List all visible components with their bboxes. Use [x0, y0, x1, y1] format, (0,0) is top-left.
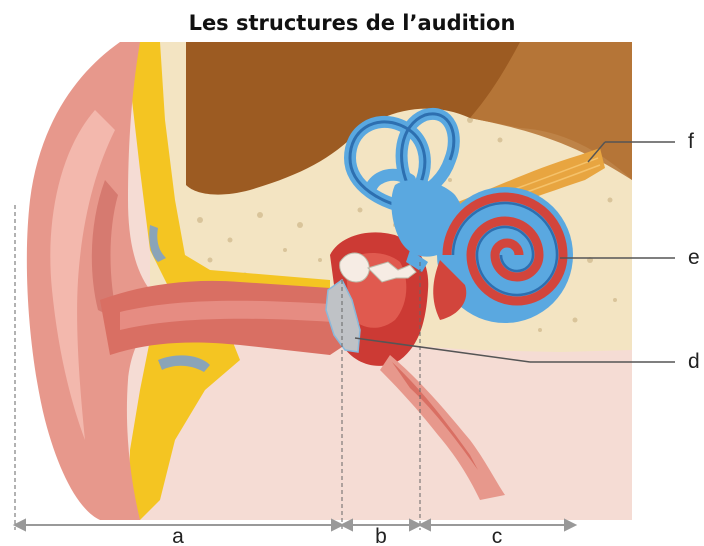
- diagram-title: Les structures de l’audition: [189, 11, 516, 35]
- label-c: c: [492, 525, 503, 546]
- label-d: d: [688, 350, 700, 373]
- label-f: f: [688, 130, 694, 153]
- label-a: a: [172, 525, 184, 546]
- cross-section-illustration: [27, 42, 632, 520]
- label-b: b: [375, 525, 387, 546]
- label-e: e: [688, 246, 700, 269]
